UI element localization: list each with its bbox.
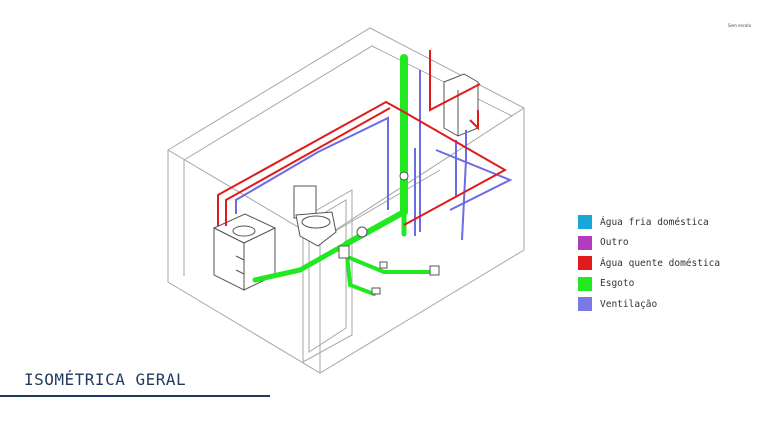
legend-item-hot-water: Água quente doméstica bbox=[578, 253, 720, 274]
title-underline bbox=[0, 395, 270, 397]
legend-item-ventilation: Ventilação bbox=[578, 294, 720, 315]
legend-item-cold-water: Água fria doméstica bbox=[578, 212, 720, 233]
legend-swatch-sewage bbox=[578, 276, 592, 291]
legend-label: Outro bbox=[600, 237, 629, 249]
water-heater bbox=[443, 73, 479, 137]
legend-label: Esgoto bbox=[600, 278, 635, 290]
scale-note: Sem escala bbox=[728, 23, 751, 28]
legend-label: Água fria doméstica bbox=[600, 216, 709, 228]
legend-item-other: Outro bbox=[578, 233, 720, 254]
legend-swatch-cold-water bbox=[578, 215, 592, 230]
legend-swatch-other bbox=[578, 235, 592, 250]
legend-swatch-hot-water bbox=[578, 256, 592, 271]
legend-item-sewage: Esgoto bbox=[578, 274, 720, 295]
hot-water-pipes bbox=[217, 50, 508, 226]
pipe-fittings bbox=[338, 171, 440, 295]
legend-swatch-ventilation bbox=[578, 297, 592, 312]
ventilation-pipes bbox=[235, 70, 513, 241]
legend-label: Ventilação bbox=[600, 298, 658, 310]
legend-label: Água quente doméstica bbox=[600, 257, 721, 269]
vanity-cabinet bbox=[212, 213, 277, 291]
toilet bbox=[293, 185, 337, 247]
sewage-pipes bbox=[252, 54, 434, 296]
legend: Água fria doméstica Outro Água quente do… bbox=[578, 212, 720, 315]
view-title: ISOMÉTRICA GERAL bbox=[24, 370, 187, 389]
